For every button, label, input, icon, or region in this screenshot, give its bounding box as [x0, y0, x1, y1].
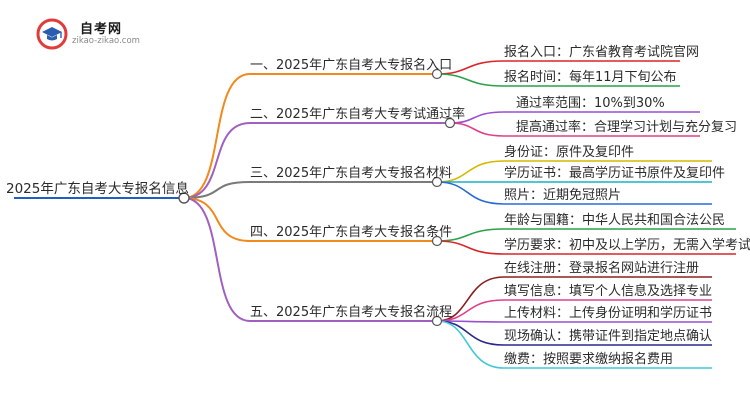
logo-url: zikao-zikao.com: [72, 36, 140, 46]
leaf-connector-5-1: [436, 276, 505, 322]
leaf-label-4-2: 学历要求：初中及以上学历，无需入学考试: [504, 238, 750, 253]
leaf-label-3-3: 照片：近期免冠照片: [504, 188, 622, 203]
leaf-label-1-1: 报名入口：广东省教育考试院官网: [504, 45, 700, 60]
leaf-label-4-1: 年龄与国籍：中华人民共和国合法公民: [504, 213, 726, 228]
leaf-label-5-2: 填写信息：填写个人信息及选择专业: [504, 284, 713, 299]
branch-connector-3: [183, 181, 251, 199]
leaf-label-2-2: 提高通过率：合理学习计划与充分复习: [516, 120, 738, 135]
leaf-label-5-3: 上传材料：上传身份证明和学历证书: [504, 306, 713, 321]
site-logo[interactable]: 自考网 zikao-zikao.com: [36, 18, 156, 50]
branch-label-4: 四、2025年广东自考大专报名条件: [250, 225, 453, 240]
branch-node-3: [431, 176, 443, 188]
branch-node-2: [444, 117, 456, 129]
leaf-connector-4-2: [436, 240, 505, 255]
leaf-label-5-1: 在线注册：登录报名网站进行注册: [504, 261, 700, 276]
branch-label-3: 三、2025年广东自考大专报名材料: [250, 166, 453, 181]
branch-connector-2: [183, 122, 251, 199]
leaf-label-3-2: 学历证书：最高学历证书原件及复印件: [504, 166, 726, 181]
branch-label-2: 二、2025年广东自考大专考试通过率: [250, 107, 466, 122]
leaf-connector-5-4: [436, 320, 505, 346]
leaf-connector-5-5: [436, 320, 505, 369]
branch-label-5: 五、2025年广东自考大专报名流程: [250, 305, 453, 320]
leaf-connector-2-2: [449, 122, 505, 137]
branch-label-1: 一、2025年广东自考大专报名入口: [250, 58, 453, 73]
leaf-label-1-2: 报名时间：每年11月下旬公布: [504, 70, 677, 85]
leaf-connector-3-3: [436, 181, 505, 205]
logo-name: 自考网: [80, 22, 123, 37]
root-label: 2025年广东自考大专报名信息: [6, 181, 189, 197]
leaf-label-5-4: 现场确认：携带证件到指定地点确认: [504, 329, 713, 344]
leaf-label-3-1: 身份证：原件及复印件: [504, 145, 635, 160]
branch-connector-4: [183, 197, 251, 242]
root-node: [178, 192, 190, 204]
leaf-connector-1-2: [436, 73, 505, 87]
branch-connector-1: [183, 73, 251, 199]
branch-connector-5: [183, 197, 251, 322]
branch-node-1: [431, 68, 443, 80]
leaf-label-5-5: 缴费：按照要求缴纳报名费用: [504, 352, 674, 367]
graduation-cap-icon: [36, 18, 68, 50]
branch-node-5: [431, 315, 443, 327]
leaf-label-2-1: 通过率范围：10%到30%: [516, 96, 665, 111]
branch-node-4: [431, 235, 443, 247]
